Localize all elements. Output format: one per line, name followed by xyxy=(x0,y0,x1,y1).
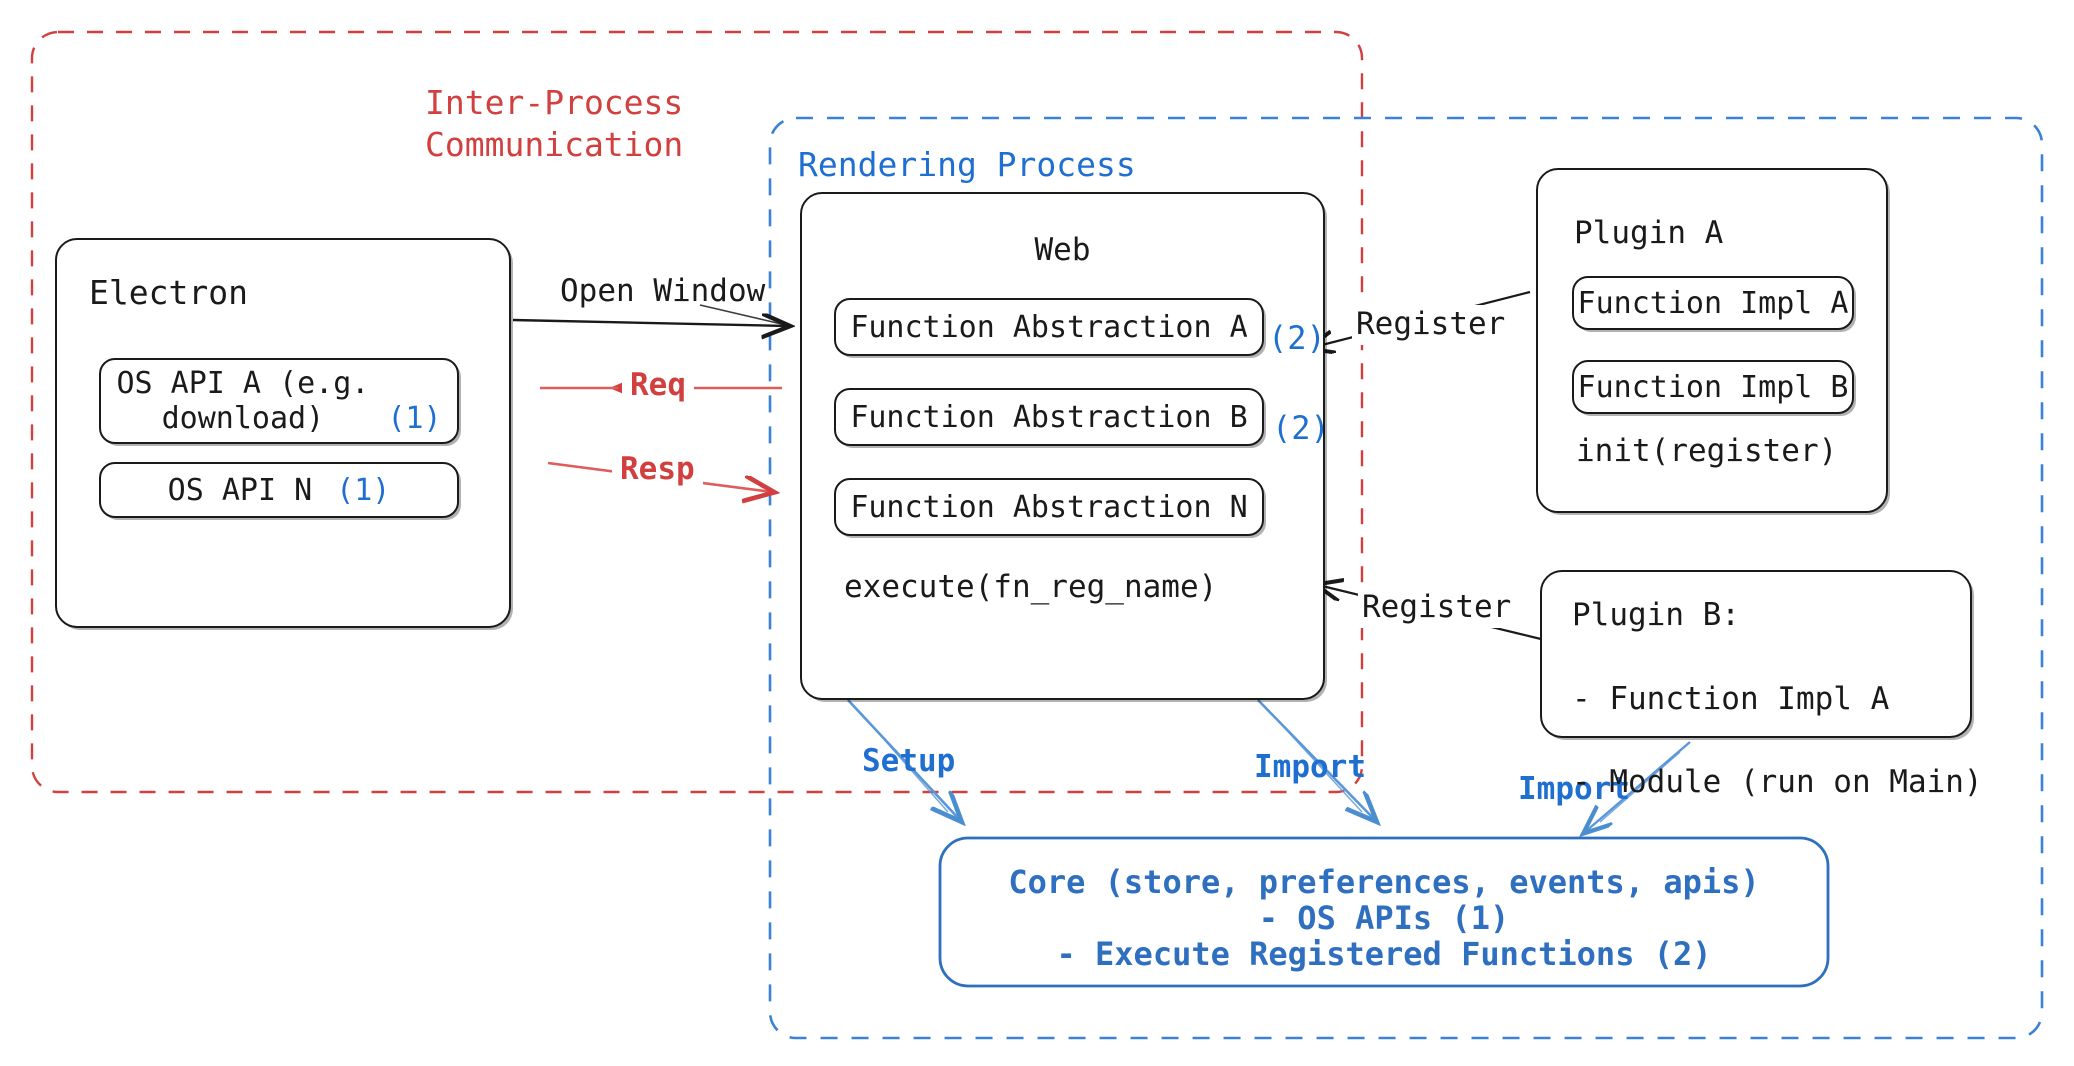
os-api-n-label: OS API N xyxy=(167,472,313,508)
rendering-group-label: Rendering Process xyxy=(798,145,1136,184)
core-line-3: - Execute Registered Functions (2) xyxy=(1056,935,1712,973)
function-abstraction-a-box[interactable]: Function Abstraction A xyxy=(834,298,1264,356)
plugin-a-box[interactable]: Plugin A Function Impl A Function Impl B… xyxy=(1536,168,1888,513)
function-abstraction-n-label: Function Abstraction N xyxy=(850,489,1248,525)
function-abstraction-b-label: Function Abstraction B xyxy=(850,399,1248,435)
web-footer-label: execute(fn_reg_name) xyxy=(844,569,1218,605)
plugin-b-line-3: - Module (run on Main) xyxy=(1572,764,1983,801)
plugin-b-box[interactable]: Plugin B: - Function Impl A - Module (ru… xyxy=(1540,570,1983,800)
edge-label-setup: Setup xyxy=(862,743,956,779)
function-impl-b-box[interactable]: Function Impl B xyxy=(1572,360,1854,414)
function-abstraction-n-box[interactable]: Function Abstraction N xyxy=(834,478,1264,536)
electron-title: Electron xyxy=(89,273,248,312)
core-line-2: - OS APIs (1) xyxy=(1258,899,1510,937)
os-api-n-box[interactable]: OS API N (1) xyxy=(99,462,459,518)
os-api-a-badge: (1) xyxy=(387,401,442,436)
plugin-a-footer-label: init(register) xyxy=(1576,433,1838,469)
function-abstraction-b-badge: (2) xyxy=(1272,409,1330,447)
web-box[interactable]: Web Function Abstraction A Function Abst… xyxy=(800,192,1325,700)
edge-label-import-plugin: Import xyxy=(1518,771,1630,807)
plugin-b-line-2: - Function Impl A xyxy=(1572,680,1890,717)
os-api-a-label: OS API A (e.g. download) xyxy=(116,366,370,436)
os-api-a-box[interactable]: OS API A (e.g. download) (1) xyxy=(99,358,459,444)
plugin-b-line-1: Plugin B: xyxy=(1572,597,1740,633)
function-abstraction-a-badge: (2) xyxy=(1268,319,1326,357)
ipc-group-label: Inter-Process Communication xyxy=(425,83,684,165)
os-api-n-badge: (1) xyxy=(336,472,391,508)
core-line-1: Core (store, preferences, events, apis) xyxy=(1008,863,1760,901)
edge-open-window xyxy=(512,320,788,326)
edge-label-open-window: Open Window xyxy=(560,273,766,309)
edge-label-req: Req xyxy=(622,366,694,406)
function-impl-a-box[interactable]: Function Impl A xyxy=(1572,276,1854,330)
edge-label-register-a: Register xyxy=(1352,305,1510,345)
function-impl-b-label: Function Impl B xyxy=(1577,369,1849,405)
function-abstraction-b-box[interactable]: Function Abstraction B xyxy=(834,388,1264,446)
edge-label-import-web: Import xyxy=(1254,749,1366,785)
edge-label-register-b: Register xyxy=(1358,588,1516,628)
function-impl-a-label: Function Impl A xyxy=(1577,285,1849,321)
plugin-a-title: Plugin A xyxy=(1574,215,1724,251)
edge-label-resp: Resp xyxy=(612,450,703,490)
web-title: Web xyxy=(1034,232,1091,268)
function-abstraction-a-label: Function Abstraction A xyxy=(850,309,1248,345)
electron-box[interactable]: Electron OS API A (e.g. download) (1) OS… xyxy=(55,238,511,628)
